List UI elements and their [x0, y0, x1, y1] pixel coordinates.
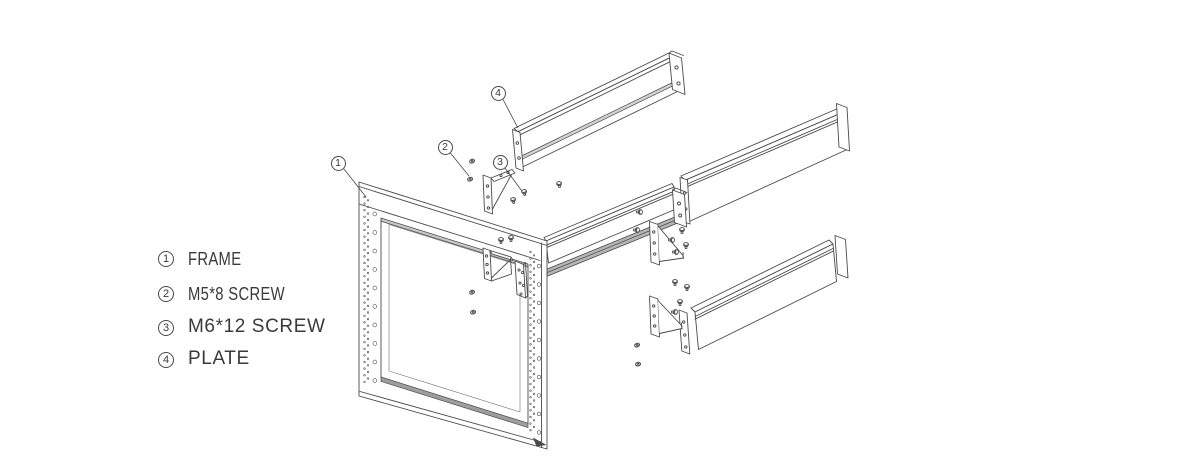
- legend-number-4: 4: [162, 353, 170, 366]
- callout-3-m6x12-screw: 3: [492, 154, 508, 170]
- bracket-mid-frame: [482, 247, 514, 282]
- lower-right-rail: [678, 235, 849, 355]
- legend-label-frame: FRAME: [188, 248, 242, 269]
- frame-mount-plate: [514, 260, 528, 299]
- bracket-lower: [649, 295, 683, 338]
- beam-end-plate: [672, 187, 688, 228]
- leader-line-1: [343, 168, 367, 198]
- bolt: [671, 309, 678, 315]
- bolt: [633, 227, 640, 233]
- leader-line-2: [449, 152, 470, 177]
- nut: [633, 342, 641, 349]
- bolt: [556, 180, 563, 189]
- callout-4-number: 4: [495, 86, 501, 99]
- callout-leader-lines: [343, 99, 522, 198]
- legend-label-m5x8-screw: M5*8 SCREW: [188, 283, 285, 304]
- callout-3-number: 3: [497, 155, 503, 168]
- bracket-upper-floating: [482, 169, 516, 215]
- legend-circle-4: 4: [158, 352, 174, 368]
- upper-right-rail: [679, 103, 850, 225]
- legend-label-plate: PLATE: [188, 348, 250, 369]
- leader-line-4: [502, 99, 519, 129]
- frame-part: [358, 181, 548, 450]
- bolt: [677, 299, 683, 306]
- legend-circle-1: 1: [158, 251, 174, 267]
- legend-number-1: 1: [162, 252, 170, 265]
- callout-1-frame: 1: [330, 155, 346, 171]
- m6-bolt: [521, 188, 528, 197]
- legend-circle-2: 2: [158, 286, 174, 302]
- frame-perforations: [363, 195, 542, 435]
- legend-circle-3: 3: [158, 320, 174, 336]
- bolt: [672, 279, 678, 286]
- legend-label-m6x12-screw: M6*12 SCREW: [188, 316, 326, 337]
- callout-1-number: 1: [335, 156, 341, 169]
- m5-nut: [468, 157, 476, 165]
- callout-2-m5x8-screw: 2: [437, 139, 453, 155]
- nut: [634, 361, 642, 368]
- callout-2-number: 2: [442, 140, 448, 153]
- m6-bolt: [510, 196, 517, 205]
- bolt: [679, 227, 685, 234]
- callout-4-plate: 4: [490, 85, 506, 101]
- plate-part: [512, 50, 686, 172]
- bolt: [683, 242, 689, 249]
- m5-nut: [466, 176, 474, 183]
- legend-number-2: 2: [162, 287, 170, 300]
- leader-line-3: [504, 167, 522, 191]
- legend-number-3: 3: [162, 321, 170, 334]
- bolt: [684, 284, 690, 291]
